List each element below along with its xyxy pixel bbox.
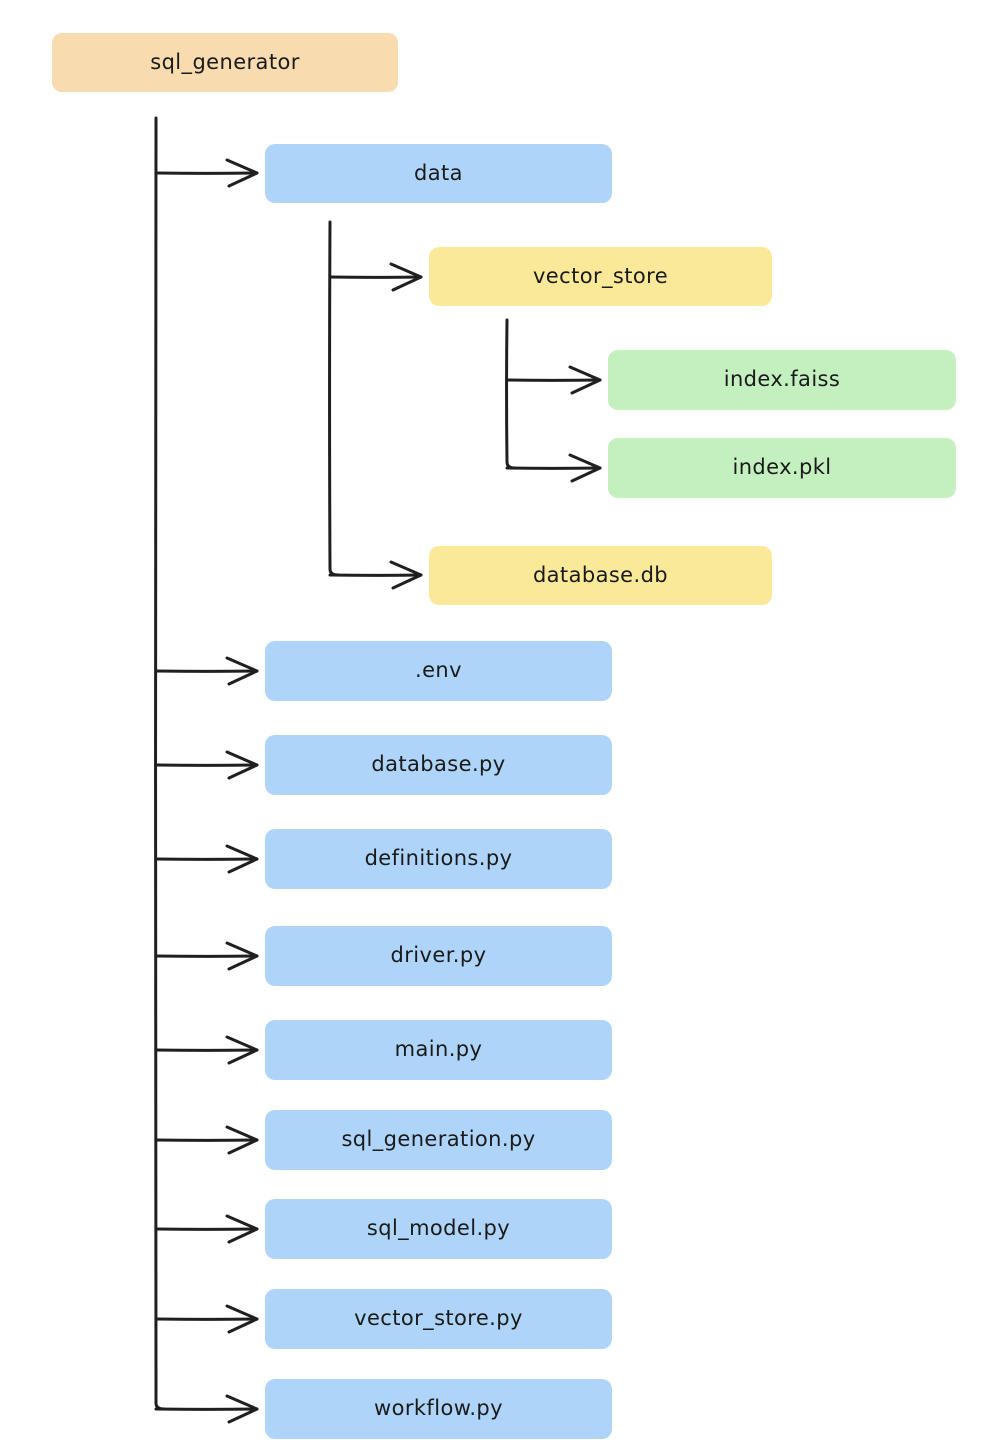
node-data[interactable]: data [265,144,612,203]
arrow-index-faiss [505,365,602,395]
node-vector_store[interactable]: vector_store [429,247,772,306]
node-driver_py[interactable]: driver.py [265,926,612,986]
trunk-vector-store [505,318,517,470]
node-definitions_py[interactable]: definitions.py [265,829,612,889]
node-label-driver_py: driver.py [390,943,487,968]
arrow-data [154,158,259,188]
trunk-data [328,220,340,577]
node-index_pkl[interactable]: index.pkl [608,438,956,498]
node-database_db[interactable]: database.db [429,546,772,605]
node-label-database_db: database.db [532,562,669,587]
node-label-workflow_py: workflow.py [374,1396,503,1421]
node-database_py[interactable]: database.py [265,735,612,795]
node-label-data: data [414,160,463,185]
node-label-vector_store_py: vector_store.py [354,1306,523,1331]
arrow-vector-store-py [154,1304,259,1334]
arrow-index-pkl [505,453,602,483]
arrow-sql-model-py [154,1214,259,1244]
node-label-sql_generation_py: sql_generation.py [341,1127,536,1152]
arrow-env [154,656,259,686]
node-label-root: sql_generator [150,49,300,74]
arrow-main-py [154,1035,259,1065]
node-sql_model_py[interactable]: sql_model.py [265,1199,612,1259]
arrow-definitions-py [154,844,259,874]
arrow-database-db [328,560,423,590]
node-workflow_py[interactable]: workflow.py [265,1379,612,1439]
node-vector_store_py[interactable]: vector_store.py [265,1289,612,1349]
node-label-vector_store: vector_store [532,263,669,288]
node-label-index_pkl: index.pkl [732,455,832,480]
arrow-sql-generation-py [154,1125,259,1155]
node-label-database_py: database.py [371,752,506,777]
node-label-definitions_py: definitions.py [364,846,513,871]
node-label-main_py: main.py [394,1037,483,1062]
arrow-vector-store [328,262,423,292]
trunk-root [154,116,166,1411]
node-root[interactable]: sql_generator [52,33,398,92]
arrow-database-py [154,750,259,780]
node-label-env: .env [415,658,462,683]
node-sql_generation_py[interactable]: sql_generation.py [265,1110,612,1170]
node-label-index_faiss: index.faiss [723,367,841,392]
node-index_faiss[interactable]: index.faiss [608,350,956,410]
node-main_py[interactable]: main.py [265,1020,612,1080]
node-label-sql_model_py: sql_model.py [366,1216,511,1241]
arrow-driver-py [154,941,259,971]
node-env[interactable]: .env [265,641,612,701]
arrow-workflow-py [154,1394,259,1424]
